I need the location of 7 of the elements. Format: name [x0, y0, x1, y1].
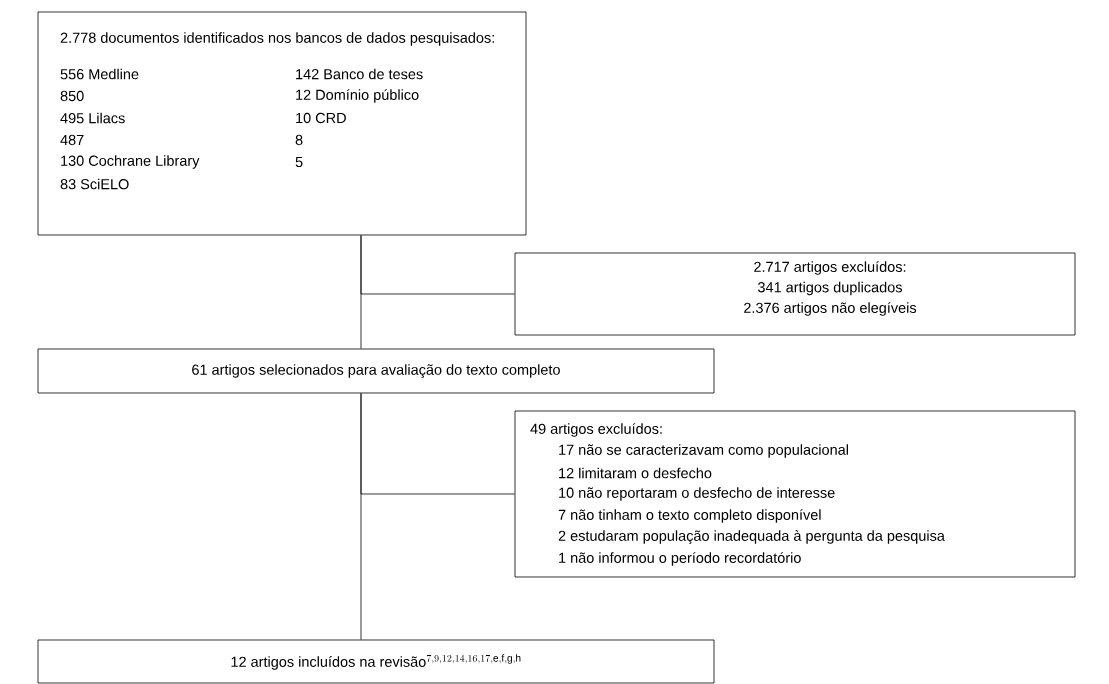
source-box: 2.778 documentos identificados nos bancos de dados pesquisados: 556 Medline 850 495 Lilacs 487 130 Cochrane Library 83 SciELO 142 Banco de teses 12 Domínio público 10 CRD 8 5	[37, 11, 527, 236]
connector-line	[360, 393, 515, 495]
exclusion-box: 2.717 artigos excluídos: 341 artigos duplicados 2.376 artigos não elegíveis	[514, 252, 1076, 336]
process-box: 61 artigos selecionados para avaliação do texto completo	[37, 348, 715, 394]
exclusion-box: 49 artigos excluídos: 17 não se caracterizavam como populacional 12 limitaram o desfecho 10 não reportaram o desfecho de interesse 7 não tinham o texto completo disponível 2 estudaram população inadequada à pergunta da pesquisa 1 não informou o período recordatório	[514, 410, 1076, 578]
connector-line	[360, 235, 515, 295]
result-box: 12 artigos incluídos na revisão$^{7,9,12,14,16,17,\mathrm{e},\mathrm{f},\mathrm{g},\mathrm{h}}$	[37, 639, 715, 684]
